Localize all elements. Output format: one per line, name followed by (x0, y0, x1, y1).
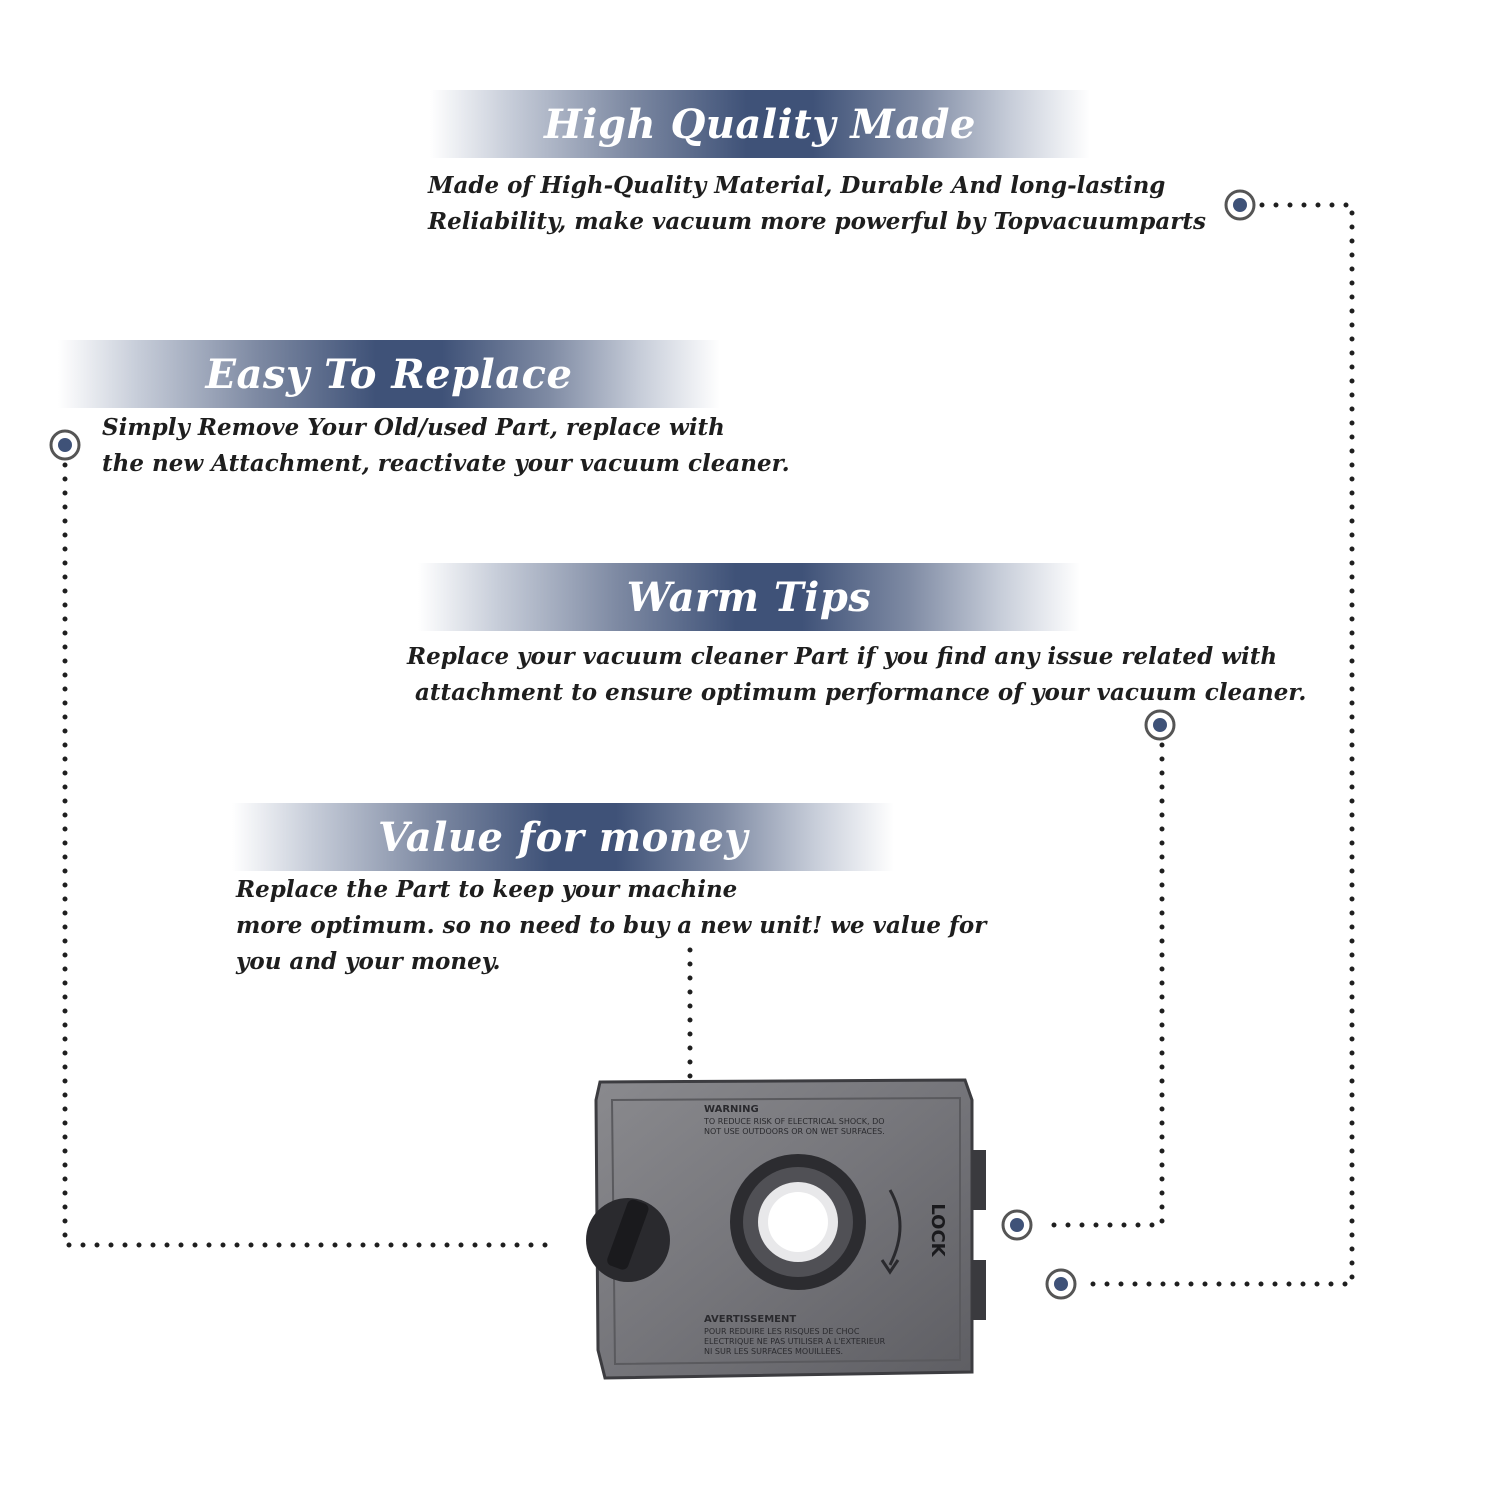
marker-group (49, 189, 1256, 1300)
desc-tips-line: attachment to ensure optimum performance… (407, 679, 1307, 706)
avert-title: AVERTISSEMENT (704, 1314, 796, 1325)
desc-value: Replace the Part to keep your machine mo… (236, 872, 986, 980)
desc-tips: Replace your vacuum cleaner Part if you … (407, 639, 1306, 711)
title-replace: Easy To Replace (205, 350, 573, 398)
banner-tips: Warm Tips (418, 563, 1080, 631)
lock-label: LOCK (927, 1203, 948, 1257)
marker-replace-icon (49, 429, 81, 461)
title-tips: Warm Tips (626, 573, 872, 621)
title-quality: High Quality Made (544, 100, 976, 148)
connector-tips (1037, 742, 1165, 1228)
desc-replace: Simply Remove Your Old/used Part, replac… (102, 410, 790, 482)
connector-replace (62, 462, 558, 1248)
desc-value-line: more optimum. so no need to buy a new un… (236, 912, 987, 939)
desc-value-line: you and your money. (236, 948, 501, 975)
avert-line: NI SUR LES SURFACES MOUILLEES. (704, 1347, 843, 1356)
avert-line: ELECTRIQUE NE PAS UTILISER A L'EXTERIEUR (704, 1337, 886, 1346)
desc-tips-line: Replace your vacuum cleaner Part if you … (407, 643, 1278, 670)
desc-replace-line: the new Attachment, reactivate your vacu… (102, 450, 790, 477)
banner-replace: Easy To Replace (58, 340, 720, 408)
warning-line: NOT USE OUTDOORS OR ON WET SURFACES. (704, 1127, 885, 1136)
marker-tips-icon (1144, 709, 1176, 741)
desc-quality-line: Reliability, make vacuum more powerful b… (428, 208, 1206, 235)
desc-value-line: Replace the Part to keep your machine (236, 876, 738, 903)
banner-quality: High Quality Made (430, 90, 1090, 158)
warning-title: WARNING (704, 1104, 759, 1115)
warning-line: TO REDUCE RISK OF ELECTRICAL SHOCK, DO (703, 1117, 885, 1126)
title-value: Value for money (377, 813, 749, 861)
banner-value: Value for money (232, 803, 894, 871)
connector-quality (1079, 202, 1355, 1287)
desc-quality: Made of High-Quality Material, Durable A… (428, 168, 1206, 240)
marker-quality-icon (1224, 189, 1256, 221)
marker-quality-end-icon (1045, 1268, 1077, 1300)
vacuum-part-icon: LOCK WARNING TO REDUCE RISK OF ELECTRICA… (586, 1078, 986, 1380)
marker-tips-end-icon (1001, 1209, 1033, 1241)
avert-line: POUR REDUIRE LES RISQUES DE CHOC (704, 1327, 860, 1336)
product-image: LOCK WARNING TO REDUCE RISK OF ELECTRICA… (560, 1060, 1000, 1390)
desc-quality-line: Made of High-Quality Material, Durable A… (428, 172, 1166, 199)
desc-replace-line: Simply Remove Your Old/used Part, replac… (102, 414, 725, 441)
